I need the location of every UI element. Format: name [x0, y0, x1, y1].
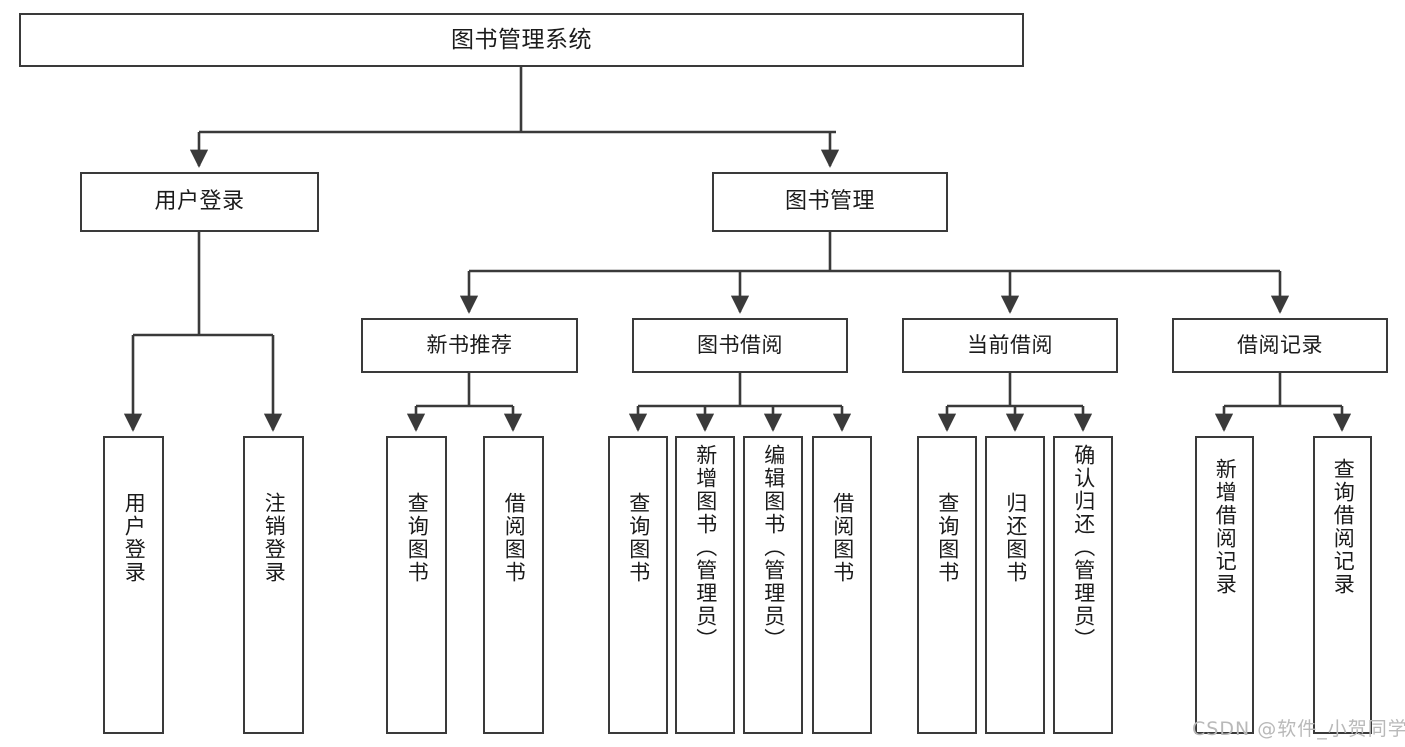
leaf-record-query-record[interactable]: 查询借阅记录 — [1313, 436, 1372, 734]
node-label: 归还图书 — [1003, 492, 1028, 584]
node-user-login[interactable]: 用户登录 — [80, 172, 319, 232]
node-label: 新增图书（管理员） — [693, 444, 718, 651]
node-label: 查询图书 — [626, 492, 651, 584]
node-label: 查询图书 — [935, 492, 960, 584]
node-borrow-record[interactable]: 借阅记录 — [1172, 318, 1388, 373]
node-label: 新书推荐 — [426, 333, 513, 357]
leaf-user-login-logout[interactable]: 注销登录 — [243, 436, 304, 734]
node-label: 借阅图书 — [502, 492, 527, 584]
node-label: 借阅图书 — [830, 492, 855, 584]
leaf-borrow-query-book[interactable]: 查询图书 — [608, 436, 668, 734]
node-label: 借阅记录 — [1237, 333, 1323, 357]
leaf-new-book-borrow[interactable]: 借阅图书 — [483, 436, 544, 734]
leaf-record-add-record[interactable]: 新增借阅记录 — [1195, 436, 1254, 734]
node-label: 用户登录 — [122, 492, 147, 584]
node-label: 图书管理系统 — [451, 26, 592, 53]
node-label: 图书管理 — [784, 189, 875, 214]
node-label: 查询图书 — [405, 492, 430, 584]
leaf-current-query-book[interactable]: 查询图书 — [917, 436, 977, 734]
leaf-borrow-borrow-book[interactable]: 借阅图书 — [812, 436, 872, 734]
node-label: 用户登录 — [154, 189, 245, 214]
leaf-borrow-add-book-admin[interactable]: 新增图书（管理员） — [675, 436, 735, 734]
node-root-system[interactable]: 图书管理系统 — [19, 13, 1024, 67]
node-label: 查询借阅记录 — [1331, 458, 1356, 596]
csdn-watermark: CSDN @软件_小贺同学 — [1192, 718, 1405, 740]
node-label: 新增借阅记录 — [1213, 458, 1238, 596]
node-label: 图书借阅 — [697, 333, 783, 357]
leaf-new-book-query[interactable]: 查询图书 — [386, 436, 447, 734]
leaf-borrow-edit-book-admin[interactable]: 编辑图书（管理员） — [743, 436, 803, 734]
node-label: 注销登录 — [262, 492, 287, 584]
leaf-current-return-book[interactable]: 归还图书 — [985, 436, 1045, 734]
node-book-management[interactable]: 图书管理 — [712, 172, 948, 232]
node-current-borrow[interactable]: 当前借阅 — [902, 318, 1118, 373]
node-new-book-recommend[interactable]: 新书推荐 — [361, 318, 578, 373]
node-book-borrow[interactable]: 图书借阅 — [632, 318, 848, 373]
node-label: 确认归还（管理员） — [1071, 444, 1096, 651]
node-label: 编辑图书（管理员） — [761, 444, 786, 651]
node-label: 当前借阅 — [967, 333, 1053, 357]
leaf-current-confirm-return-admin[interactable]: 确认归还（管理员） — [1053, 436, 1113, 734]
leaf-user-login-login[interactable]: 用户登录 — [103, 436, 164, 734]
